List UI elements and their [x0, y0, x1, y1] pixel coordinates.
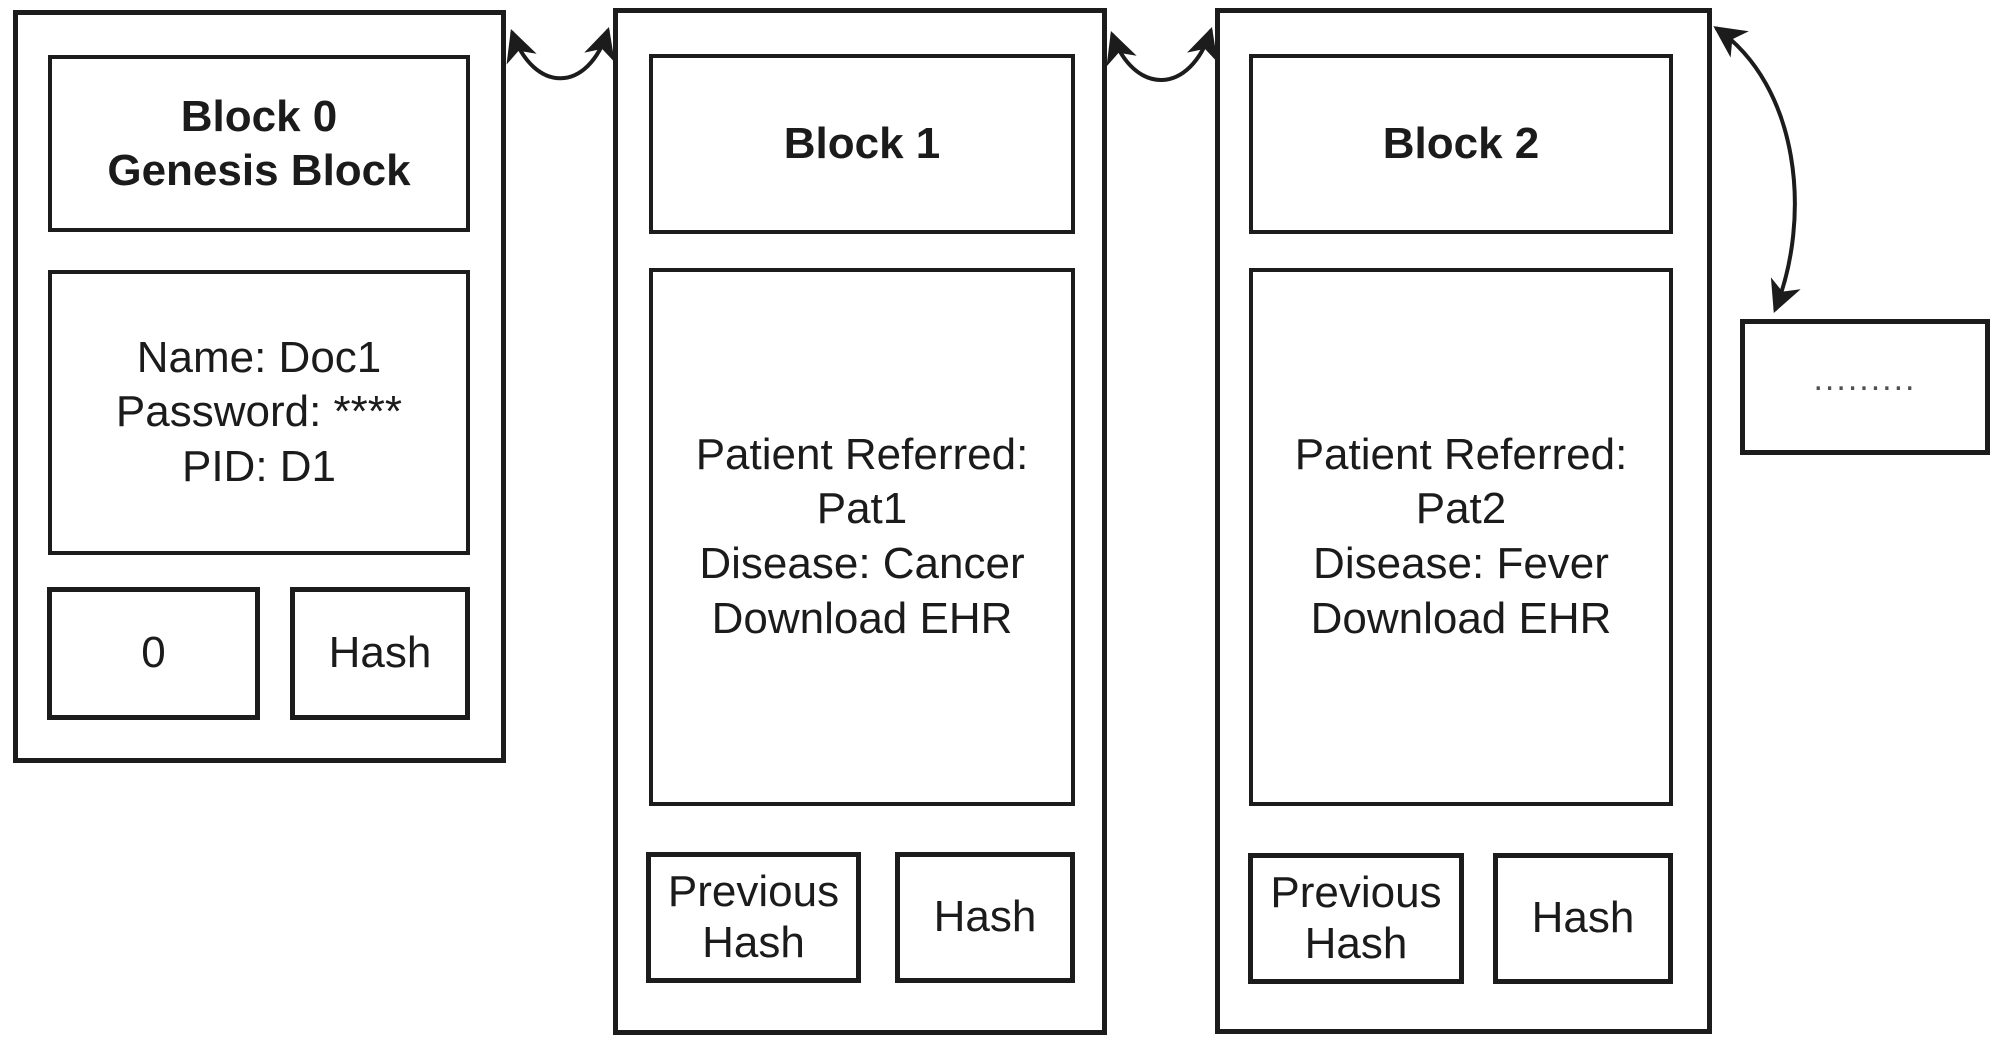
block-0-hash-box: Hash [290, 587, 470, 720]
link-arrow-block1-block2 [1106, 26, 1218, 82]
block-0-name-text: Name: Doc1 [136, 332, 382, 382]
block-0-data-box: Name: Doc1 Password: **** PID: D1 [48, 270, 470, 555]
block-0-password-text: Password: **** [115, 387, 403, 437]
block-1-previous-hash-box: Previous Hash [646, 852, 861, 983]
block-2-title-box: Block 2 [1249, 54, 1673, 234]
block-0-pid-text: PID: D1 [181, 441, 337, 491]
block-0-subtitle: Genesis Block [107, 145, 411, 195]
continuation-dots: ......... [1813, 359, 1917, 398]
block-2-previous-hash-label: Previous Hash [1270, 867, 1442, 968]
block-1-patient-referred-text: Patient Referred: [695, 429, 1029, 479]
block-2-data-box: Patient Referred: Pat2 Disease: Fever Do… [1249, 268, 1673, 806]
block-2-previous-hash-box: Previous Hash [1248, 853, 1464, 984]
block-1-data-box: Patient Referred: Pat1 Disease: Cancer D… [649, 268, 1075, 806]
block-1-hash-box: Hash [895, 852, 1075, 983]
block-2-hash-box: Hash [1493, 853, 1673, 984]
block-2-patient-id-text: Pat2 [1415, 484, 1507, 534]
link-arrow-block2-continuation [1713, 26, 1801, 313]
block-1: Block 1 Patient Referred: Pat1 Disease: … [613, 8, 1107, 1035]
continuation-box: ......... [1740, 319, 1990, 455]
block-1-title-box: Block 1 [649, 54, 1075, 234]
block-2-hash-label: Hash [1531, 893, 1635, 943]
block-1-hash-label: Hash [933, 892, 1037, 942]
block-1-previous-hash-label: Previous Hash [667, 866, 840, 967]
block-1-download-ehr-text: Download EHR [711, 593, 1013, 643]
block-2: Block 2 Patient Referred: Pat2 Disease: … [1215, 8, 1712, 1034]
block-2-patient-referred-text: Patient Referred: [1294, 429, 1628, 479]
block-2-download-ehr-text: Download EHR [1310, 593, 1612, 643]
block-0-index-label: 0 [141, 628, 166, 678]
block-0-title: Block 0 [180, 91, 338, 141]
block-0-title-box: Block 0 Genesis Block [48, 55, 470, 232]
link-arrow-block0-block1 [506, 26, 615, 81]
block-0: Block 0 Genesis Block Name: Doc1 Passwor… [13, 10, 506, 763]
block-1-patient-id-text: Pat1 [816, 484, 908, 534]
block-2-title: Block 2 [1382, 119, 1540, 169]
block-1-disease-text: Disease: Cancer [699, 539, 1025, 588]
block-0-index-box: 0 [47, 587, 260, 720]
block-2-disease-text: Disease: Fever [1313, 539, 1609, 588]
block-0-hash-label: Hash [328, 628, 432, 678]
block-1-title: Block 1 [783, 119, 941, 169]
